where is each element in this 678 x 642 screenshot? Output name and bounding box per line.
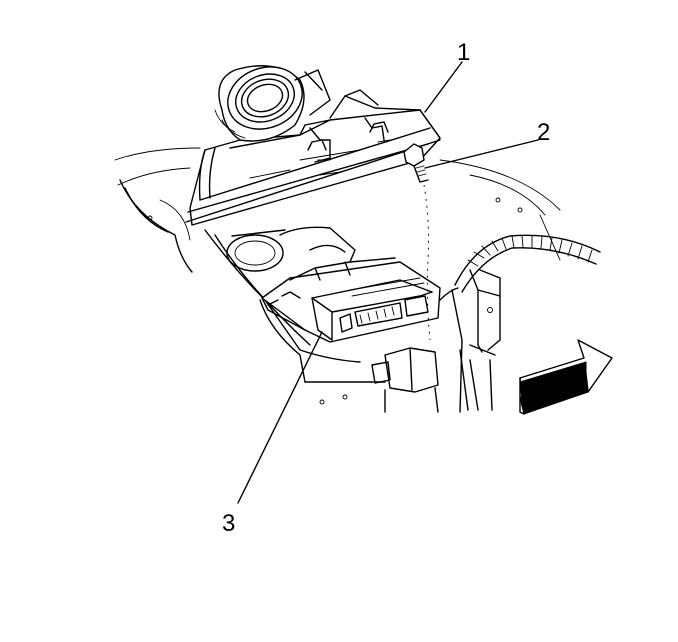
body-structure <box>114 147 561 405</box>
connector-component <box>371 347 439 413</box>
lower-chassis <box>204 226 386 383</box>
leader-line-3 <box>237 331 323 504</box>
callout-label-2: 2 <box>537 119 551 146</box>
engine-control-module <box>261 257 441 343</box>
support-bracket <box>451 269 501 413</box>
leader-line-1 <box>424 61 463 113</box>
leader-lines <box>237 61 539 504</box>
callout-label-3: 3 <box>222 510 236 537</box>
housing-clips <box>307 121 391 161</box>
forward-direction-arrow-icon <box>519 339 613 415</box>
callout-label-1: 1 <box>457 39 471 66</box>
leader-line-2 <box>424 139 539 169</box>
air-cleaner-housing <box>185 65 441 226</box>
wire-harness <box>439 234 601 301</box>
mounting-bolt <box>403 143 431 341</box>
